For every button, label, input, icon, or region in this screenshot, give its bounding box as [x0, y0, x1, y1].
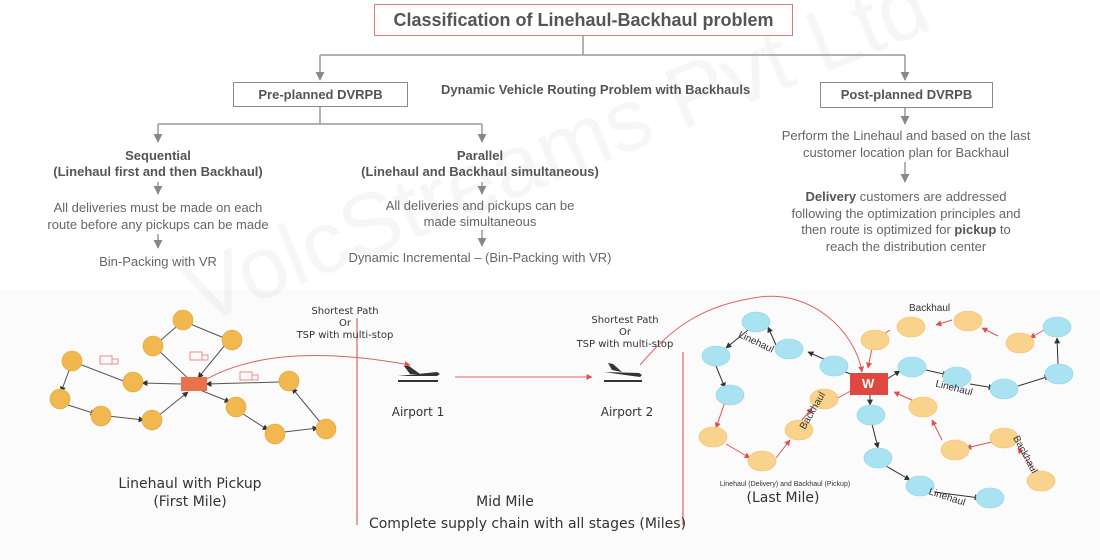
post-planned-box: Post-planned DVRPB	[820, 82, 993, 108]
pre-planned-box: Pre-planned DVRPB	[233, 82, 408, 107]
tsp-2: TSP with multi-stop	[576, 339, 674, 350]
backhaul-node	[1005, 332, 1035, 354]
first-mile-node	[172, 309, 194, 331]
parallel-method: Dynamic Incremental – (Bin-Packing with …	[348, 250, 612, 265]
first-mile-node	[90, 405, 112, 427]
post-desc-line1: Perform the Linehaul and based on the la…	[781, 128, 1031, 143]
linehaul-node	[1042, 316, 1072, 338]
last-mile-label: (Last Mile)	[746, 490, 820, 506]
linehaul-node	[975, 487, 1005, 509]
first-mile-node	[315, 418, 337, 440]
shortest-path-2: Shortest Path	[591, 315, 659, 326]
linehaul-node	[905, 475, 935, 497]
linehaul-node	[774, 338, 804, 360]
pickup-bold: pickup	[954, 222, 997, 237]
post-desc-line5-pre: then route is optimized for	[801, 222, 955, 237]
linehaul-node	[715, 384, 745, 406]
diagram-title: Classification of Linehaul-Backhaul prob…	[374, 4, 793, 36]
route-label-backhaul-top: Backhaul	[909, 303, 951, 314]
linehaul-node	[819, 355, 849, 377]
parallel-subheading: (Linehaul and Backhaul simultaneous)	[361, 164, 599, 179]
warehouse-node	[850, 373, 888, 395]
sequential-method: Bin-Packing with VR	[99, 254, 217, 269]
first-mile-node	[225, 396, 247, 418]
warehouse-label: W	[862, 376, 875, 391]
first-mile-subtitle: (First Mile)	[153, 494, 227, 510]
sequential-desc-line1: All deliveries must be made on each	[53, 200, 263, 215]
airport-1-label: Airport 1	[391, 405, 445, 419]
parallel-desc-line2: made simultaneous	[423, 214, 537, 229]
first-mile-network	[49, 309, 411, 445]
airport-2-label: Airport 2	[600, 405, 654, 419]
post-desc-line5: then route is optimized for pickup to	[746, 222, 1066, 237]
airplane-icon	[398, 366, 440, 382]
first-mile-node	[264, 423, 286, 445]
backhaul-node	[989, 427, 1019, 449]
tree-connectors	[153, 36, 910, 249]
subtitle: Dynamic Vehicle Routing Problem with Bac…	[441, 82, 751, 97]
linehaul-node	[741, 311, 771, 333]
linehaul-node	[942, 366, 972, 388]
backhaul-node	[784, 419, 814, 441]
linehaul-node	[989, 378, 1019, 400]
backhaul-node	[896, 316, 926, 338]
first-mile-node	[142, 335, 164, 357]
backhaul-node	[698, 426, 728, 448]
first-mile-node	[61, 350, 83, 372]
sequential-desc-line2: route before any pickups can be made	[47, 217, 269, 232]
post-desc-line6: reach the distribution center	[825, 239, 987, 254]
last-mile-network	[698, 310, 1074, 509]
tsp-1: TSP with multi-stop	[296, 330, 394, 341]
backhaul-node	[940, 439, 970, 461]
backhaul-node	[953, 310, 983, 332]
post-desc-line2: customer location plan for Backhaul	[803, 145, 1009, 160]
first-mile-title: Linehaul with Pickup	[118, 476, 262, 492]
backhaul-node	[809, 388, 839, 410]
backhaul-node	[860, 329, 890, 351]
parallel-desc-line1: All deliveries and pickups can be	[385, 198, 575, 213]
mid-mile	[356, 295, 865, 525]
complete-supply-chain-label: Complete supply chain with all stages (M…	[368, 516, 687, 532]
or-2: Or	[619, 327, 631, 338]
sequential-subheading: (Linehaul first and then Backhaul)	[53, 164, 263, 179]
backhaul-node	[1026, 470, 1056, 492]
first-mile-node	[49, 388, 71, 410]
mid-mile-label: Mid Mile	[476, 494, 534, 510]
delivery-bold: Delivery	[805, 189, 857, 204]
linehaul-node	[863, 447, 893, 469]
first-mile-node	[278, 370, 300, 392]
sequential-heading: Sequential	[125, 148, 191, 163]
parallel-heading: Parallel	[456, 148, 504, 163]
truck-icon	[99, 351, 259, 381]
first-mile-node	[221, 329, 243, 351]
first-mile-node	[122, 371, 144, 393]
shortest-path-1: Shortest Path	[311, 306, 379, 317]
airplane-icon	[604, 363, 642, 382]
post-desc-line5-post: to	[996, 222, 1011, 237]
last-mile-caption: Linehaul (Delivery) and Backhaul (Pickup…	[719, 481, 851, 488]
or-1: Or	[339, 318, 351, 329]
post-desc-line4: following the optimization principles an…	[791, 206, 1021, 221]
linehaul-node	[1044, 363, 1074, 385]
post-desc-line3: Delivery customers are addressed	[746, 189, 1066, 204]
first-mile-node	[141, 409, 163, 431]
linehaul-node	[897, 356, 927, 378]
first-mile-warehouse	[181, 377, 207, 391]
backhaul-node	[908, 396, 938, 418]
linehaul-node	[701, 345, 731, 367]
backhaul-node	[747, 450, 777, 472]
post-desc-line3-rest: customers are addressed	[856, 189, 1007, 204]
linehaul-node	[856, 404, 886, 426]
